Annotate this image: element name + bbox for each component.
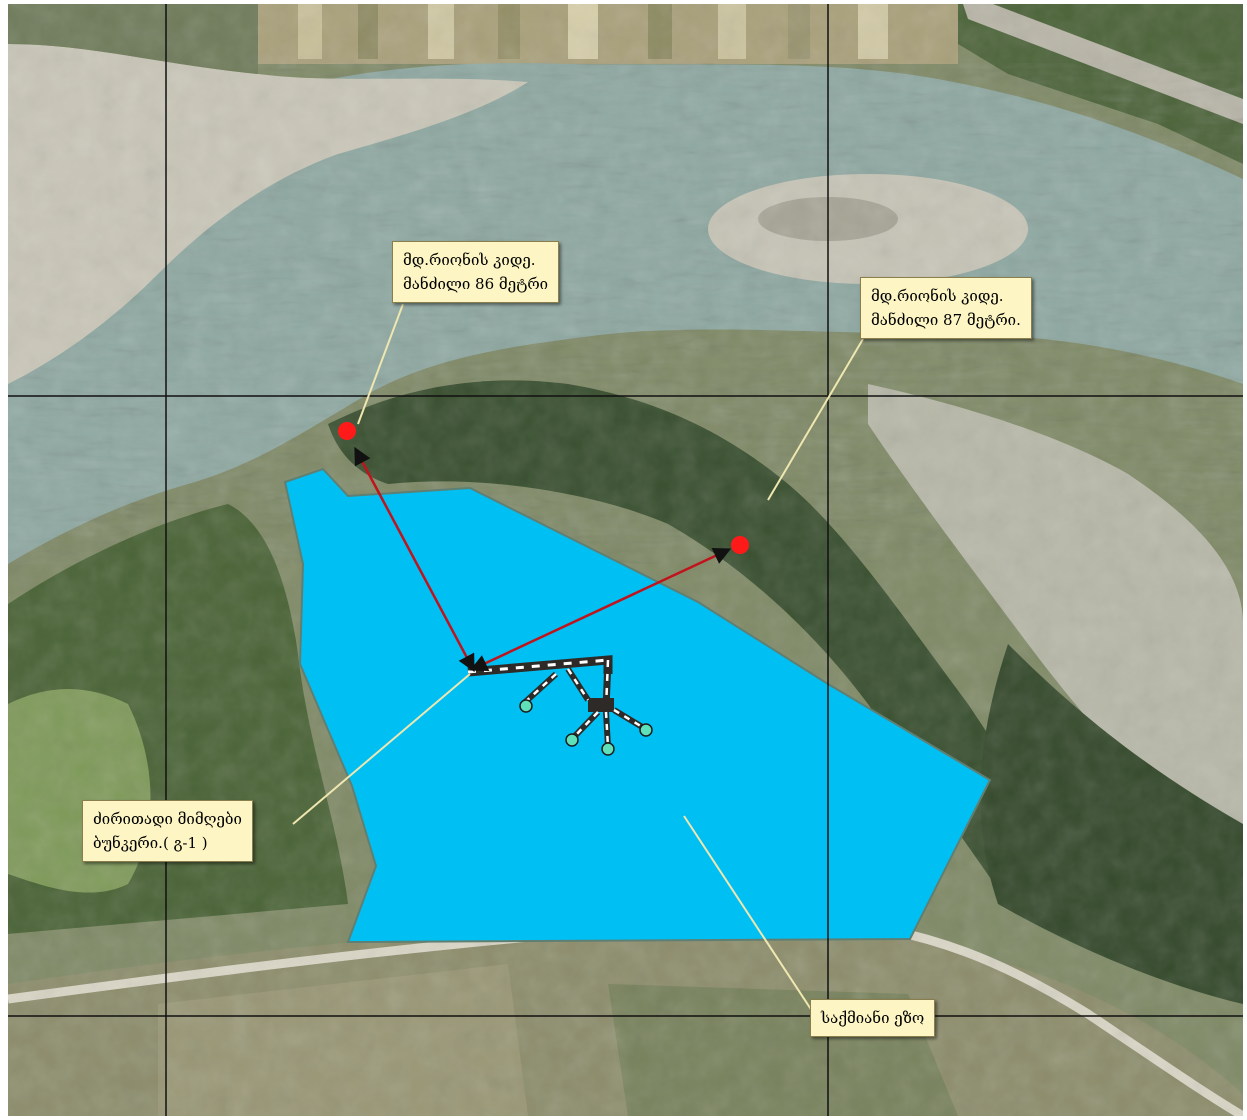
pipe-node-1 <box>519 699 533 713</box>
distance-arrow-86 <box>354 446 475 673</box>
callout-main-objects-line2: ბუნკერი.( გ-1 ) <box>93 834 208 852</box>
pipe-node-3 <box>601 742 615 756</box>
distance-arrows <box>354 446 732 673</box>
callout-river-edge-87-line2: მანძილი 87 მეტრი. <box>871 311 1021 329</box>
pipe-node-2 <box>565 733 579 747</box>
callout-river-edge-87-line1: მდ.რიონის კიდე. <box>871 287 1004 305</box>
map-grid <box>8 4 1243 1116</box>
callout-main-objects: ძირითადი მიმღები ბუნკერი.( გ-1 ) <box>82 800 253 862</box>
distance-arrow-87 <box>469 547 732 672</box>
callout-leaders <box>292 303 864 1021</box>
map-frame[interactable]: მდ.რიონის კიდე. მანძილი 86 მეტრი მდ.რიონ… <box>8 4 1243 1116</box>
callout-river-edge-86-line1: მდ.რიონის კიდე. <box>403 251 536 269</box>
pipe-node-4 <box>639 723 653 737</box>
aerial-map[interactable] <box>8 4 1243 1116</box>
callout-storage-zone: საქმიანი ეზო <box>810 999 936 1037</box>
pipe-nodes[interactable] <box>519 699 653 756</box>
callout-river-edge-86: მდ.რიონის კიდე. მანძილი 86 მეტრი <box>392 241 560 303</box>
callout-river-edge-87: მდ.რიონის კიდე. მანძილი 87 მეტრი. <box>860 277 1032 339</box>
river-point-2-icon[interactable] <box>731 536 749 554</box>
river-point-1-icon[interactable] <box>338 422 356 440</box>
callout-river-edge-86-line2: მანძილი 86 მეტრი <box>403 275 549 293</box>
callout-main-objects-line1: ძირითადი მიმღები <box>93 810 242 828</box>
callout-storage-zone-line1: საქმიანი ეზო <box>821 1009 925 1027</box>
